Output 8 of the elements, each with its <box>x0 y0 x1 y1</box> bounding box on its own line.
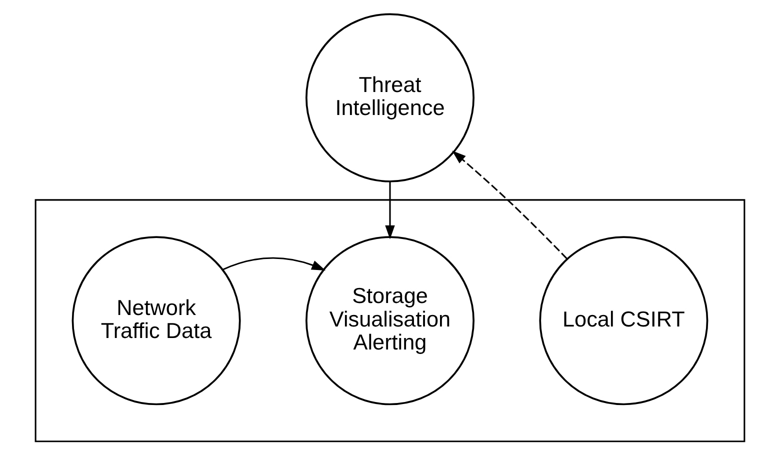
node-circle: Network Traffic Data <box>71 236 240 406</box>
arrow <box>452 150 567 260</box>
arrow <box>384 182 394 240</box>
arrow <box>222 257 326 270</box>
node-circle: Local CSIRT <box>538 236 708 406</box>
node-circle: Storage Visualisation Alerting <box>305 236 474 406</box>
cluster <box>34 199 745 442</box>
node-circle: Threat Intelligence <box>305 13 474 182</box>
